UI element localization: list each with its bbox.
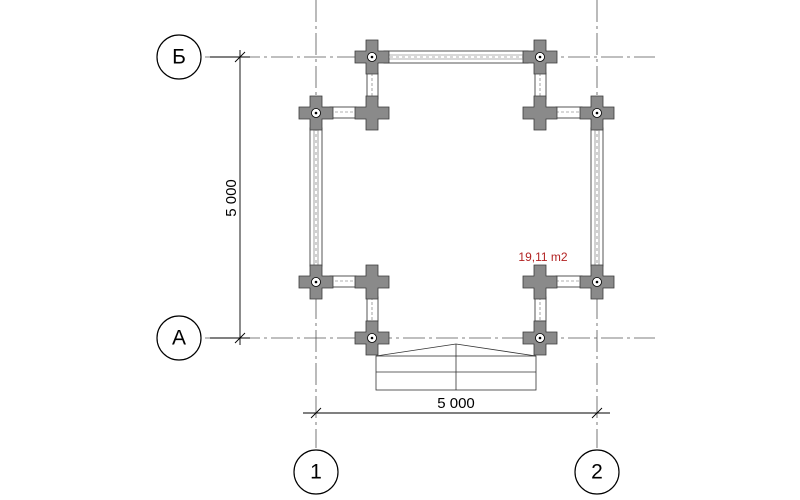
- log-joint-top-right: [522, 39, 558, 75]
- vertical-dimension: 5 000: [210, 50, 250, 345]
- vertical-dimension-label: 5 000: [223, 179, 240, 217]
- grid-label-a: А: [172, 327, 186, 350]
- log-joint-lower-left-inner: [354, 264, 390, 300]
- wall-left: [309, 127, 323, 267]
- horizontal-dimension: 5 000: [303, 395, 610, 419]
- grid-label-b: Б: [172, 46, 186, 69]
- log-joint-upper-right-outer: [579, 95, 615, 131]
- grid-bubble-a: А: [156, 315, 202, 361]
- wall-right: [590, 127, 604, 267]
- log-joint-lower-left-outer: [298, 264, 334, 300]
- grid-bubble-1: 1: [293, 449, 339, 495]
- log-joints: [298, 39, 615, 356]
- log-joint-upper-right-inner: [522, 95, 558, 131]
- wall-top: [383, 50, 529, 64]
- grid-bubble-b: Б: [156, 34, 202, 80]
- entrance-steps: [375, 343, 537, 391]
- room-area-label: 19,11 m2: [518, 250, 567, 264]
- log-joint-upper-left-inner: [354, 95, 390, 131]
- log-joint-bottom-left: [354, 320, 390, 356]
- log-joint-upper-left-outer: [298, 95, 334, 131]
- log-joint-bottom-right: [522, 320, 558, 356]
- log-joint-top-left: [354, 39, 390, 75]
- grid-label-1: 1: [310, 461, 322, 484]
- horizontal-dimension-label: 5 000: [437, 395, 475, 412]
- log-joint-lower-right-outer: [579, 264, 615, 300]
- grid-bubble-2: 2: [574, 449, 620, 495]
- grid-label-2: 2: [591, 461, 603, 484]
- log-joint-lower-right-inner: [522, 264, 558, 300]
- walls: [309, 50, 604, 322]
